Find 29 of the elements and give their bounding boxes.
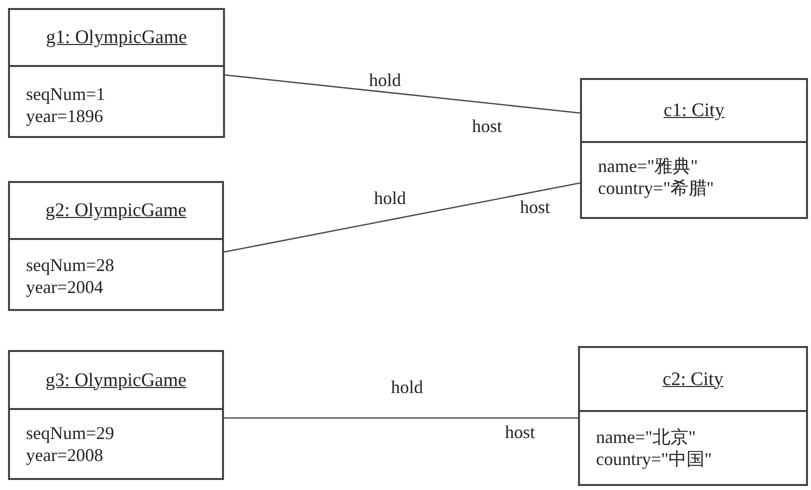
object-box: [8, 8, 225, 138]
attribute-text: seqNum=29: [26, 422, 114, 444]
attribute-text: name="北京": [596, 426, 696, 448]
association-line: [224, 182, 580, 253]
attribute-text: seqNum=28: [26, 254, 114, 276]
role-label: host: [518, 198, 552, 216]
role-label: host: [503, 423, 537, 441]
object-name: g2: OlympicGame: [46, 201, 186, 220]
object-name: c2: City: [662, 370, 724, 388]
edge-label: hold: [367, 71, 403, 89]
attribute-text: country="中国": [596, 448, 712, 470]
object-box: [8, 350, 224, 480]
object-name: c1: City: [664, 101, 724, 120]
object-name: g1: OlympicGame: [46, 28, 187, 47]
edge-label: hold: [372, 189, 408, 207]
object-box: [578, 346, 808, 486]
attribute-text: year=2004: [26, 276, 104, 298]
association-line: [224, 74, 580, 114]
attribute-text: year=2008: [26, 444, 104, 466]
object-box: [580, 78, 808, 219]
attribute-text: name="雅典": [598, 155, 698, 177]
attribute-text: seqNum=1: [26, 83, 106, 105]
edge-label: hold: [389, 378, 425, 396]
attribute-text: year=1896: [26, 105, 104, 127]
object-name: g3: OlympicGame: [46, 370, 186, 390]
role-label: host: [470, 117, 504, 135]
object-box: [8, 181, 224, 311]
attribute-text: country="希腊": [598, 177, 714, 199]
association-line: [224, 417, 578, 419]
